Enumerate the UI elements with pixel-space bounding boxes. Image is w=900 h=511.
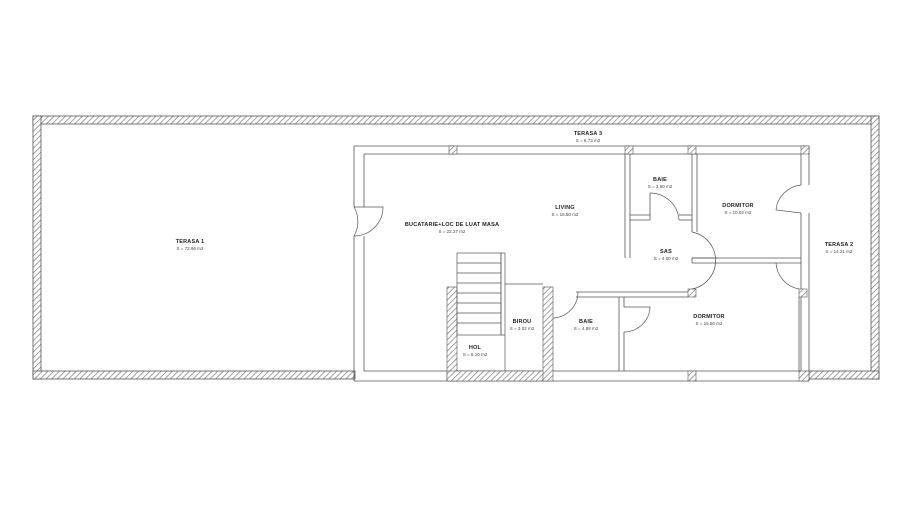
room-area: S = 14.21 m2 xyxy=(825,249,853,254)
stair-core-walls xyxy=(446,286,554,382)
room-area: S = 6.10 m2 xyxy=(462,352,488,357)
room-area: S = 15.56 m2 xyxy=(695,321,723,326)
interior-walls xyxy=(576,154,801,371)
room-label-living: LIVING S = 15.50 m2 xyxy=(552,205,579,217)
room-name: BIROU xyxy=(512,319,532,325)
room-label-sas: SAS S = 4.00 m2 xyxy=(654,249,678,261)
room-area: S = 22.37 m2 xyxy=(438,229,466,234)
outer-parapet xyxy=(32,115,880,380)
staircase xyxy=(456,252,543,371)
room-name: DORMITOR xyxy=(693,314,725,320)
room-label-dormitor-1: DORMITOR S = 10.02 m2 xyxy=(722,203,753,215)
room-area: S = 15.50 m2 xyxy=(551,212,579,217)
exterior-walls xyxy=(353,145,810,382)
room-area: S = 4.88 m2 xyxy=(573,326,599,331)
room-area: S = 3.02 m2 xyxy=(509,326,535,331)
room-area: S = 72.96 m2 xyxy=(176,246,204,251)
room-label-baie-2: BAIE S = 4.88 m2 xyxy=(574,319,598,331)
room-name: BUCATARIE+LOC DE LUAT MASA xyxy=(404,222,500,228)
room-name: SAS xyxy=(660,249,672,255)
room-area: S = 4.00 m2 xyxy=(653,256,679,261)
room-name: BAIE xyxy=(653,177,667,183)
room-label-baie-1: BAIE S = 3.50 m2 xyxy=(648,177,672,189)
room-area: S = 10.02 m2 xyxy=(724,210,752,215)
room-name: TERASA 3 xyxy=(573,131,603,137)
room-name: BAIE xyxy=(579,319,593,325)
room-label-dormitor-2: DORMITOR S = 15.56 m2 xyxy=(693,314,724,326)
door-swings xyxy=(353,184,802,333)
room-label-terasa-2: TERASA 2 S = 14.21 m2 xyxy=(825,242,854,254)
room-label-birou: BIROU S = 3.02 m2 xyxy=(510,319,534,331)
room-name: LIVING xyxy=(555,205,575,211)
room-area: S = 3.50 m2 xyxy=(647,184,673,189)
room-label-terasa-1: TERASA 1 S = 72.96 m2 xyxy=(176,239,205,251)
room-name: HOL xyxy=(468,345,482,351)
room-name: TERASA 1 xyxy=(175,239,205,245)
room-name: DORMITOR xyxy=(722,203,754,209)
room-name: TERASA 2 xyxy=(824,242,854,248)
columns xyxy=(448,145,810,382)
room-label-terasa-3: TERASA 3 S = 6.73 m2 xyxy=(574,131,603,143)
room-area: S = 6.73 m2 xyxy=(575,138,601,143)
room-label-bucatarie: BUCATARIE+LOC DE LUAT MASA S = 22.37 m2 xyxy=(405,222,499,234)
room-label-hol: HOL S = 6.10 m2 xyxy=(463,345,487,357)
